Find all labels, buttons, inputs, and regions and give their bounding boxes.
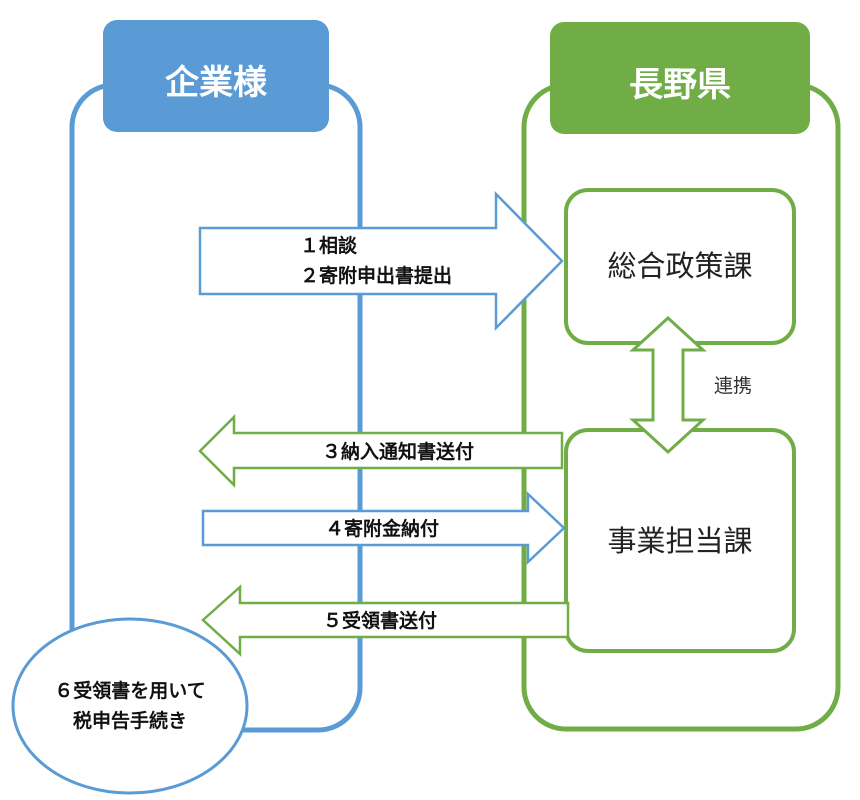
policy-department-label: 総合政策課 [607,249,752,283]
prefecture-header-label: 長野県 [629,65,731,105]
consultation-label: １相談 [300,234,358,257]
donation-application-label: ２寄附申出書提出 [300,264,452,287]
tax-filing-label-line2: 税申告手続き [73,709,187,732]
receipt-sending-arrow [201,584,570,657]
project-department-label: 事業担当課 [607,524,752,558]
tax-filing-label-line1: ６受領書を用いて [54,679,205,702]
tax-filing-ellipse [11,617,249,795]
payment-notice-label: ３納入通知書送付 [322,440,474,463]
donation-payment-label: ４寄附金納付 [325,517,439,540]
company-header-label: 企業様 [165,63,268,103]
prefecture-header [550,22,810,134]
company-header [103,20,329,132]
cooperation-double-arrow [629,315,707,455]
consultation-arrow [198,190,564,332]
donation-payment-arrow [201,491,566,565]
cooperation-label: 連携 [714,375,752,397]
payment-notice-arrow [198,413,564,489]
receipt-sending-label: ５受領書送付 [323,609,437,632]
